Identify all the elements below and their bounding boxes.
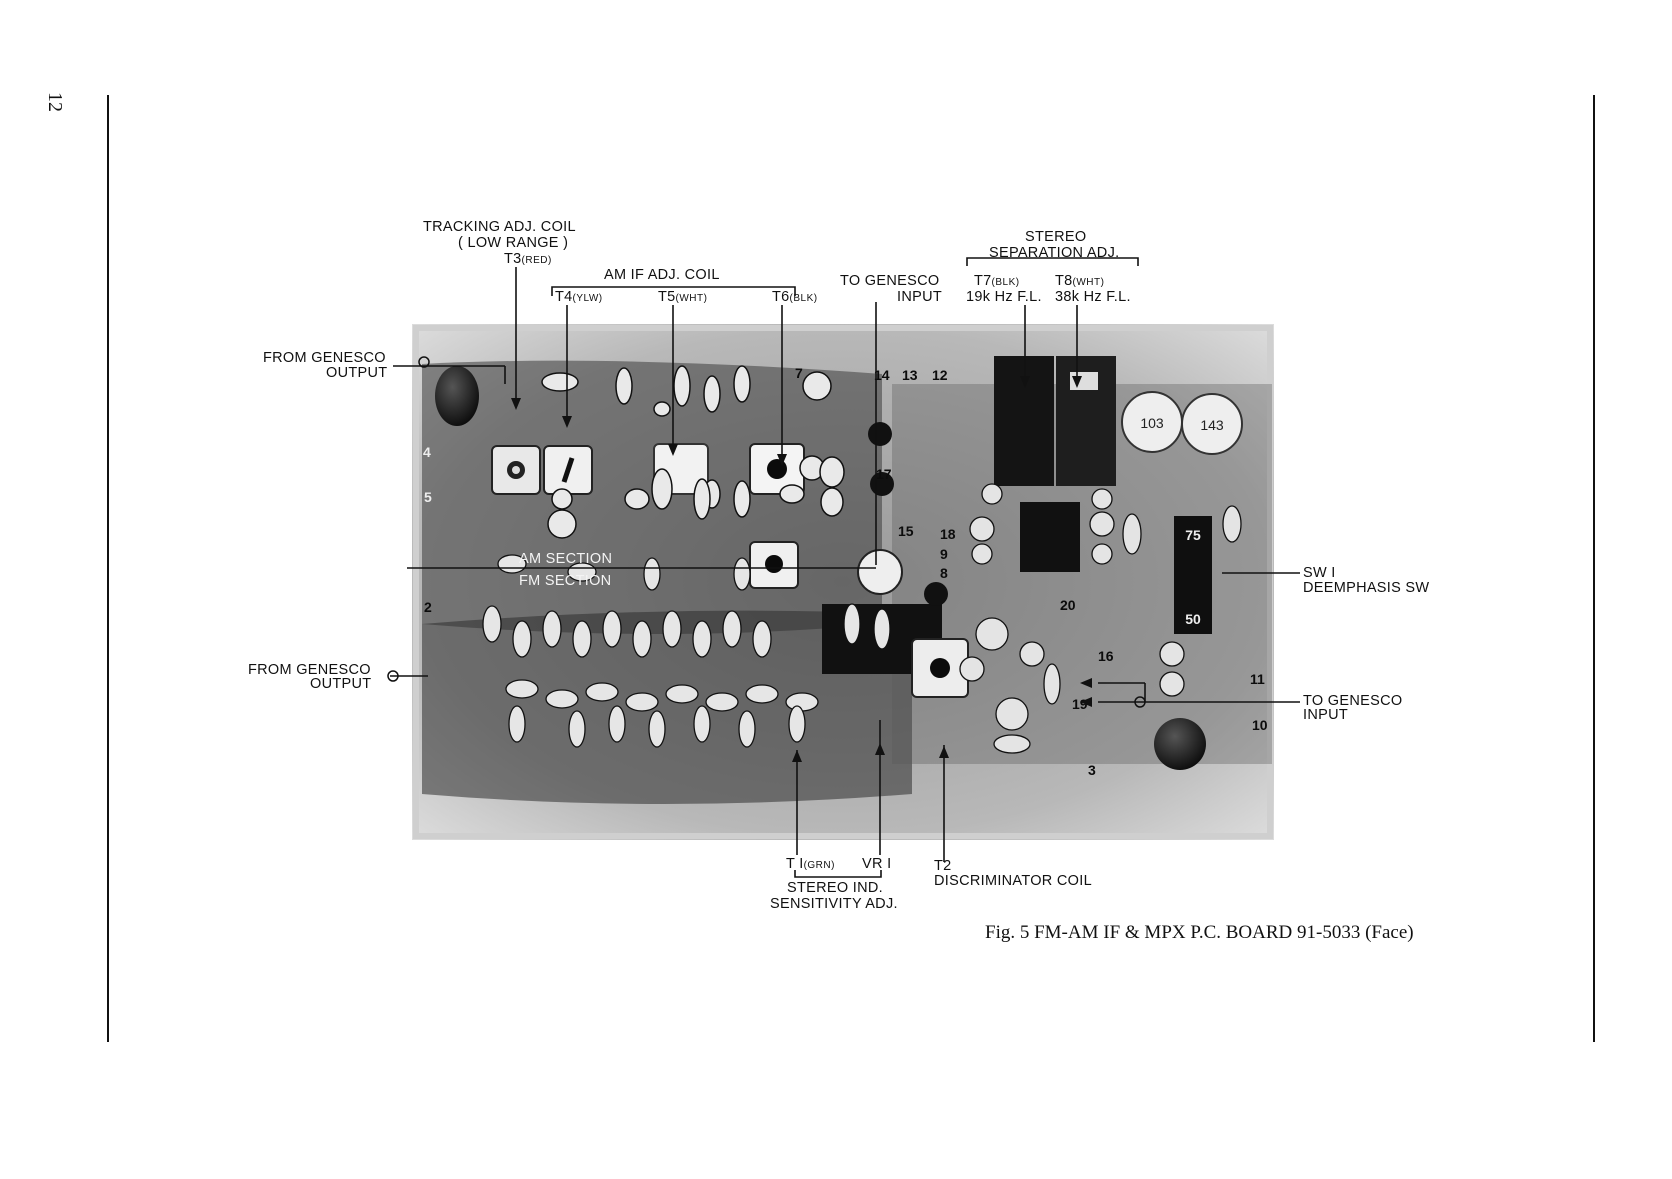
discriminator-coil-label: DISCRIMINATOR COIL xyxy=(934,873,1092,889)
t7-color: (BLK) xyxy=(991,277,1020,288)
t1-name: T I xyxy=(786,856,804,872)
from-genesco-output-bottom-2: OUTPUT xyxy=(310,676,372,692)
right-margin-rule xyxy=(1593,95,1595,1042)
t6-label: T6(BLK) xyxy=(772,289,818,307)
am-if-adj-coil-label: AM IF ADJ. COIL xyxy=(604,267,720,283)
t8-desc: 38k Hz F.L. xyxy=(1055,289,1131,305)
t5-name: T5 xyxy=(658,289,676,305)
t3-label: T3(RED) xyxy=(504,251,552,269)
to-genesco-input-top-2: INPUT xyxy=(897,289,942,305)
page-number: 12 xyxy=(44,92,66,112)
to-genesco-input-right-2: INPUT xyxy=(1303,707,1348,723)
pin-5: 5 xyxy=(424,489,432,505)
separation-adj-label: SEPARATION ADJ. xyxy=(989,245,1120,261)
t4-name: T4 xyxy=(555,289,573,305)
pin-13: 13 xyxy=(902,367,918,383)
pin-18: 18 xyxy=(940,526,956,542)
t3-name: T3 xyxy=(504,251,522,267)
vr1-label: VR I xyxy=(862,856,892,872)
pin-10: 10 xyxy=(1252,717,1268,733)
pin-2: 2 xyxy=(424,599,432,615)
tracking-coil-label: TRACKING ADJ. COIL xyxy=(423,219,576,235)
t7-label: T7(BLK) xyxy=(974,273,1020,291)
figure-caption: Fig. 5 FM-AM IF & MPX P.C. BOARD 91-5033… xyxy=(985,922,1414,943)
pin-7: 7 xyxy=(795,365,803,381)
to-genesco-input-right-1: TO GENESCO xyxy=(1303,693,1403,709)
t1-color: (GRN) xyxy=(803,860,835,871)
pin-8: 8 xyxy=(940,565,948,581)
am-section-label: AM SECTION xyxy=(519,551,613,567)
t6-name: T6 xyxy=(772,289,790,305)
pin-14: 14 xyxy=(874,367,890,383)
pcb-photo: 103 143 75 50 xyxy=(412,324,1274,840)
cap-a-mark: 103 xyxy=(1140,415,1164,431)
t4-label: T4(YLW) xyxy=(555,289,603,307)
sensitivity-adj-label: SENSITIVITY ADJ. xyxy=(770,896,898,912)
pin-12: 12 xyxy=(932,367,948,383)
pin-9: 9 xyxy=(940,546,948,562)
t7-name: T7 xyxy=(974,273,992,289)
pin-19: 19 xyxy=(1072,696,1088,712)
pin-4: 4 xyxy=(423,444,431,460)
t8-label: T8(WHT) xyxy=(1055,273,1104,291)
t3-color: (RED) xyxy=(521,255,552,266)
t5-label: T5(WHT) xyxy=(658,289,707,307)
stereo-ind-label: STEREO IND. xyxy=(787,880,883,896)
from-genesco-output-top-2: OUTPUT xyxy=(326,365,388,381)
cap-b-mark: 143 xyxy=(1200,417,1224,433)
from-genesco-output-bottom-1: FROM GENESCO xyxy=(248,662,371,678)
pin-11: 11 xyxy=(1250,671,1265,687)
to-genesco-input-top-1: TO GENESCO xyxy=(840,273,940,289)
pin-17: 17 xyxy=(876,466,892,482)
t7-desc: 19k Hz F.L. xyxy=(966,289,1042,305)
pin-3: 3 xyxy=(1088,762,1096,778)
pin-20: 20 xyxy=(1060,597,1076,613)
t2-label: T2 xyxy=(934,858,952,874)
t4-color: (YLW) xyxy=(572,293,603,304)
pin-15: 15 xyxy=(898,523,914,539)
sw-bottom-mark: 50 xyxy=(1185,611,1201,627)
fm-section-label: FM SECTION xyxy=(519,573,612,589)
stereo-label: STEREO xyxy=(1025,229,1087,245)
low-range-label: ( LOW RANGE ) xyxy=(458,235,569,251)
t1-label: T I(GRN) xyxy=(786,856,835,874)
sw-top-mark: 75 xyxy=(1185,527,1201,543)
t8-name: T8 xyxy=(1055,273,1073,289)
t6-color: (BLK) xyxy=(789,293,818,304)
deemphasis-sw-label: DEEMPHASIS SW xyxy=(1303,580,1430,596)
sw1-label: SW I xyxy=(1303,565,1336,581)
left-margin-rule xyxy=(107,95,109,1042)
pin-16: 16 xyxy=(1098,648,1114,664)
from-genesco-output-top-1: FROM GENESCO xyxy=(263,350,386,366)
t5-color: (WHT) xyxy=(675,293,708,304)
t8-color: (WHT) xyxy=(1072,277,1105,288)
